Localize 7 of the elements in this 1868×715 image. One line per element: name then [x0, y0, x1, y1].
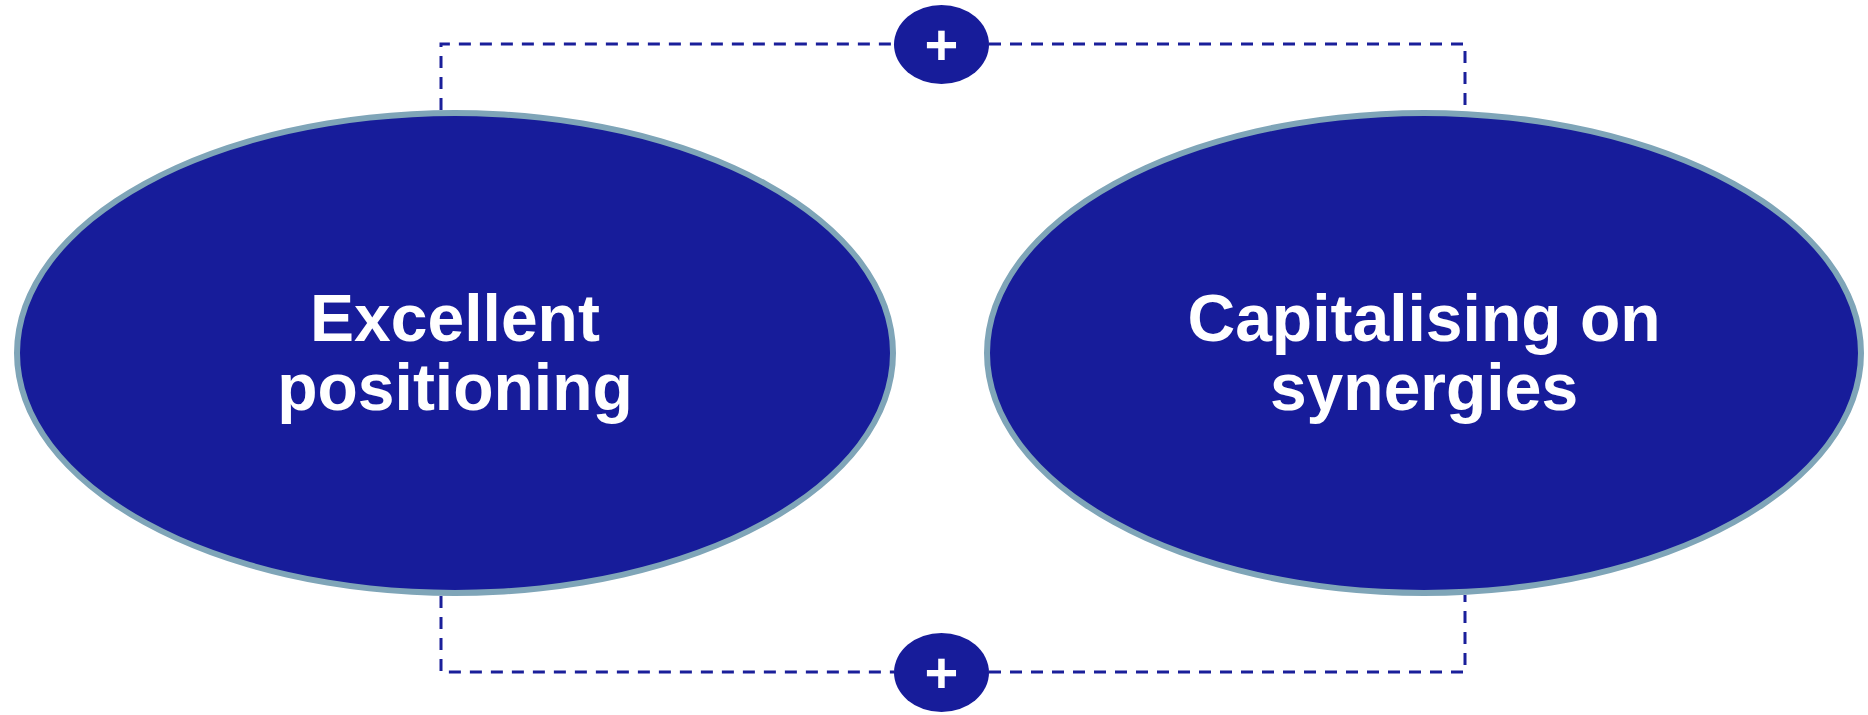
- dashed-connector: [989, 594, 1467, 674]
- dashed-connector: [439, 42, 894, 111]
- plus-sign: +: [924, 15, 959, 74]
- plus-sign: +: [924, 643, 959, 702]
- node-label: Capitalising on synergies: [1186, 283, 1662, 423]
- dashed-connector: [439, 595, 894, 674]
- node-label: Excellent positioning: [276, 283, 634, 423]
